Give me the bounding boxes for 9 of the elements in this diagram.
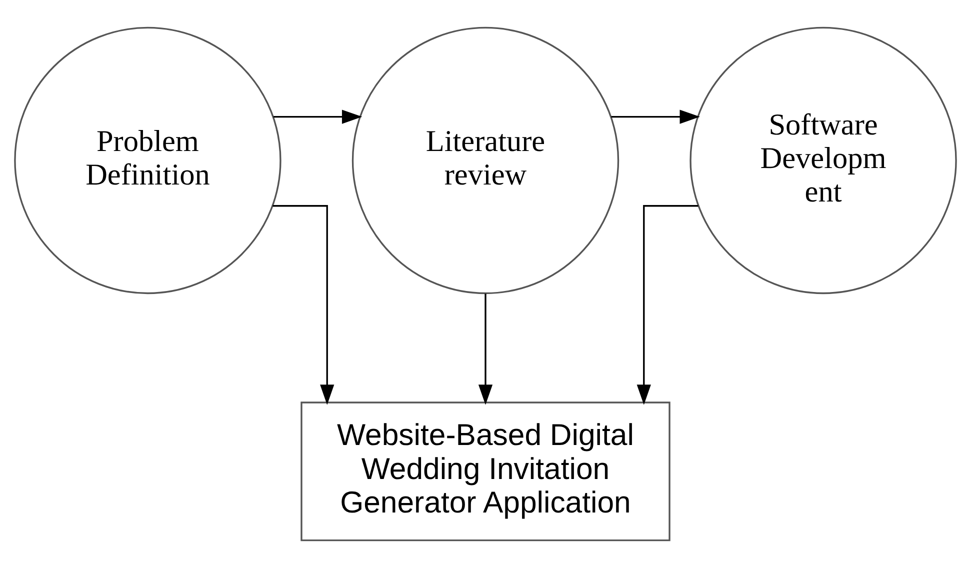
arrow bbox=[272, 204, 334, 404]
arrow bbox=[273, 109, 362, 124]
node-circle: Problem Definition bbox=[14, 26, 282, 294]
arrow bbox=[478, 293, 493, 404]
node-box: Website-Based Digital Wedding Invitation Generator Application bbox=[300, 401, 670, 541]
node-circle: Software Developm ent bbox=[690, 26, 957, 294]
node-circle: Literature review bbox=[352, 26, 620, 294]
arrow bbox=[636, 204, 698, 404]
arrow bbox=[611, 109, 700, 124]
